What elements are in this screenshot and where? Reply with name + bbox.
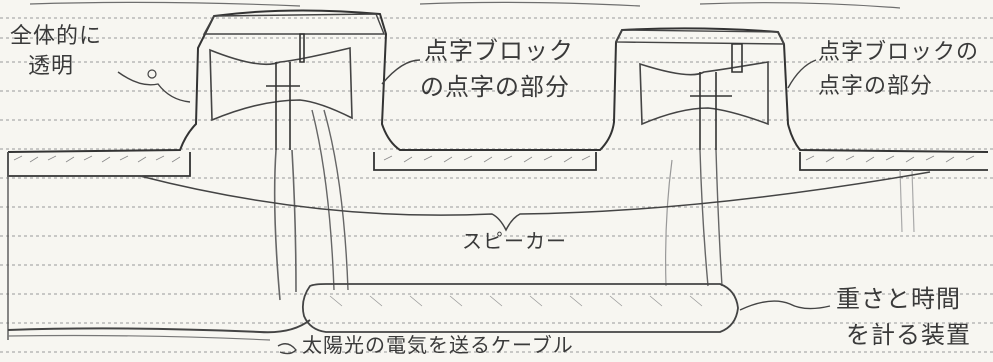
solar-cable xyxy=(7,319,311,334)
label-solar-cable: 太陽光の電気を送るケーブル xyxy=(302,333,574,357)
right-dot-cavity xyxy=(639,61,769,126)
speaker-brace xyxy=(139,171,931,232)
label-braille-right-line2: 点字の部分 xyxy=(818,74,934,99)
left-dot-cavity xyxy=(209,46,353,122)
label-device-line1: 重さと時間 xyxy=(836,285,961,313)
solar-cable-lower xyxy=(7,334,271,341)
label-speaker: スピーカー xyxy=(462,229,567,253)
tile-base-plate-right xyxy=(799,152,988,171)
base-shading xyxy=(13,155,975,163)
left-wire-b xyxy=(291,149,297,293)
left-speaker-horn xyxy=(266,33,305,150)
right-speaker-horn xyxy=(690,43,743,150)
label-braille-center-line1: 点字ブロック xyxy=(424,37,574,65)
device-pointer-line xyxy=(739,300,831,311)
label-device-line2: を計る装置 xyxy=(846,321,971,349)
right-wire-a xyxy=(699,149,723,287)
block-top-face-left xyxy=(202,13,386,35)
label-braille-right-line1: 点字ブロックの xyxy=(818,40,980,65)
left-wire-a xyxy=(273,149,281,301)
tile-base-plate xyxy=(7,152,191,177)
far-right-wire xyxy=(899,169,915,233)
label-braille-center-line2: の点字の部分 xyxy=(420,73,570,101)
right-wire-b xyxy=(665,159,673,287)
tile-base-plate-middle xyxy=(373,152,597,171)
solar-cable-pointer xyxy=(277,343,297,355)
right-label-pointer-line xyxy=(787,59,817,89)
label-transparent-line2: 透明 xyxy=(28,54,75,79)
weight-time-device xyxy=(301,283,739,333)
label-transparent-line1: 全体的に xyxy=(10,24,103,49)
center-label-pointer-line xyxy=(381,59,421,85)
transparent-pointer-dot xyxy=(147,69,157,79)
left-wire-c xyxy=(311,109,349,291)
block-top-face-right xyxy=(614,29,786,45)
top-scribble xyxy=(29,1,901,9)
device-shading xyxy=(329,295,703,307)
transparent-pointer-line xyxy=(117,71,191,103)
